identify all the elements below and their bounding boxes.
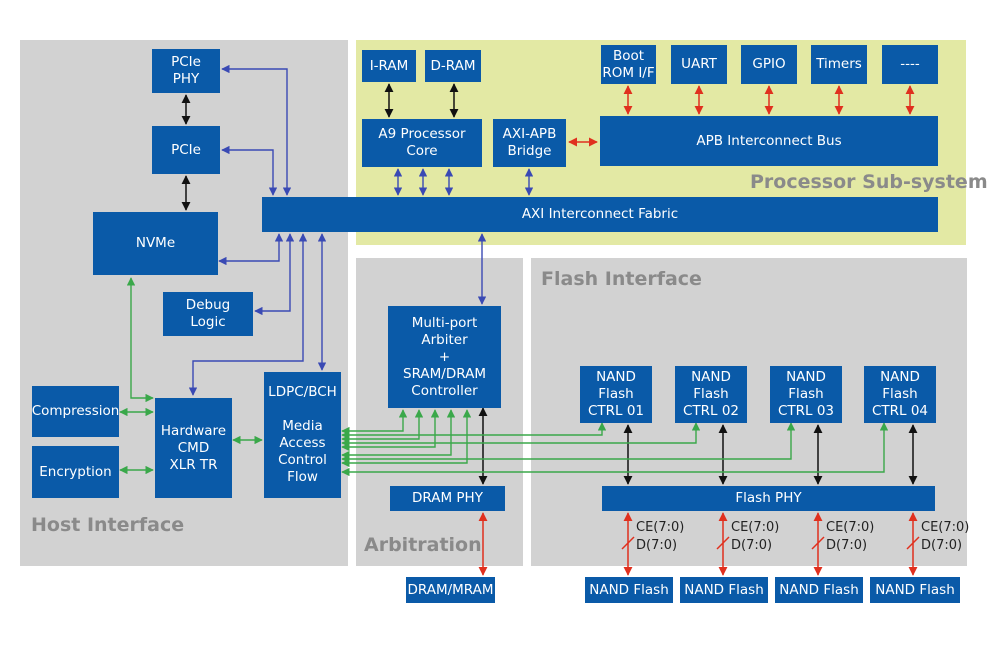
bus-slash-4 — [906, 536, 920, 550]
nand-flash-3-block: NAND Flash — [775, 577, 863, 603]
ldpc-arbiter-link-1 — [341, 409, 408, 436]
channel-1-signal-label: CE(7:0) D(7:0) — [636, 520, 685, 553]
channel-3-signal-label: CE(7:0) D(7:0) — [826, 520, 875, 553]
hwcmd-axi-link — [188, 233, 308, 396]
debug-axi-link — [254, 233, 295, 316]
timers-block: Timers — [811, 45, 867, 84]
flash-phy-block: Flash PHY — [602, 486, 935, 511]
nand-flash-ctrl-04-block: NAND Flash CTRL 04 — [864, 366, 936, 423]
nand-flash-ctrl-02-block: NAND Flash CTRL 02 — [675, 366, 747, 423]
nvme-block: NVMe — [93, 212, 218, 275]
pcie-block: PCIe — [152, 126, 220, 174]
more-peripherals-block: ---- — [882, 45, 938, 84]
dram-phy-block: DRAM PHY — [390, 486, 505, 511]
bus-slash-2 — [716, 536, 730, 550]
arbitration-label: Arbitration — [364, 534, 482, 556]
ldpc-arbiter-link-3 — [341, 409, 440, 452]
compression-block: Compression — [32, 386, 119, 437]
nvme-hwcmd-link — [126, 277, 154, 403]
channel-2-signal-label: CE(7:0) D(7:0) — [731, 520, 780, 553]
nvme-axi-link — [218, 233, 284, 266]
debug-logic-block: Debug Logic — [163, 292, 253, 336]
dram-block: D-RAM — [425, 50, 481, 82]
host-interface-label: Host Interface — [31, 514, 185, 536]
apb-interconnect-bus-block: APB Interconnect Bus — [600, 116, 938, 166]
a9-processor-core-block: A9 Processor Core — [362, 119, 482, 167]
axi-apb-bridge-block: AXI-APB Bridge — [493, 119, 566, 167]
channel-4-signal-label: CE(7:0) D(7:0) — [921, 520, 970, 553]
processor-subsystem-label: Processor Sub-system — [750, 171, 988, 193]
nand-flash-4-block: NAND Flash — [870, 577, 960, 603]
bus-slash-1 — [621, 536, 635, 550]
multi-port-arbiter-block: Multi-port Arbiter + SRAM/DRAM Controlle… — [388, 306, 501, 408]
ldpc-media-access-block: LDPC/BCH Media Access Control Flow — [264, 372, 341, 498]
hardware-cmd-block: Hardware CMD XLR TR — [155, 398, 232, 498]
ctrl2-ldpc-link — [341, 422, 701, 448]
pcie-phy-block: PCIe PHY — [152, 49, 220, 93]
encryption-block: Encryption — [32, 446, 119, 498]
nand-flash-1-block: NAND Flash — [585, 577, 673, 603]
pcie-phy-axi-link — [221, 64, 292, 196]
ctrl1-ldpc-link — [341, 422, 607, 440]
boot-rom-block: Boot ROM I/F — [601, 45, 656, 84]
nand-flash-ctrl-01-block: NAND Flash CTRL 01 — [580, 366, 652, 423]
gpio-block: GPIO — [741, 45, 797, 84]
flash-interface-label: Flash Interface — [541, 268, 702, 290]
uart-block: UART — [671, 45, 727, 84]
axi-interconnect-fabric-block: AXI Interconnect Fabric — [262, 197, 938, 232]
bus-slash-3 — [811, 536, 825, 550]
ctrl4-ldpc-link — [341, 422, 889, 477]
dram-mram-block: DRAM/MRAM — [406, 577, 495, 603]
nand-flash-ctrl-03-block: NAND Flash CTRL 03 — [770, 366, 842, 423]
pcie-axi-link — [221, 145, 278, 196]
iram-block: I-RAM — [362, 50, 416, 82]
nand-flash-2-block: NAND Flash — [680, 577, 768, 603]
